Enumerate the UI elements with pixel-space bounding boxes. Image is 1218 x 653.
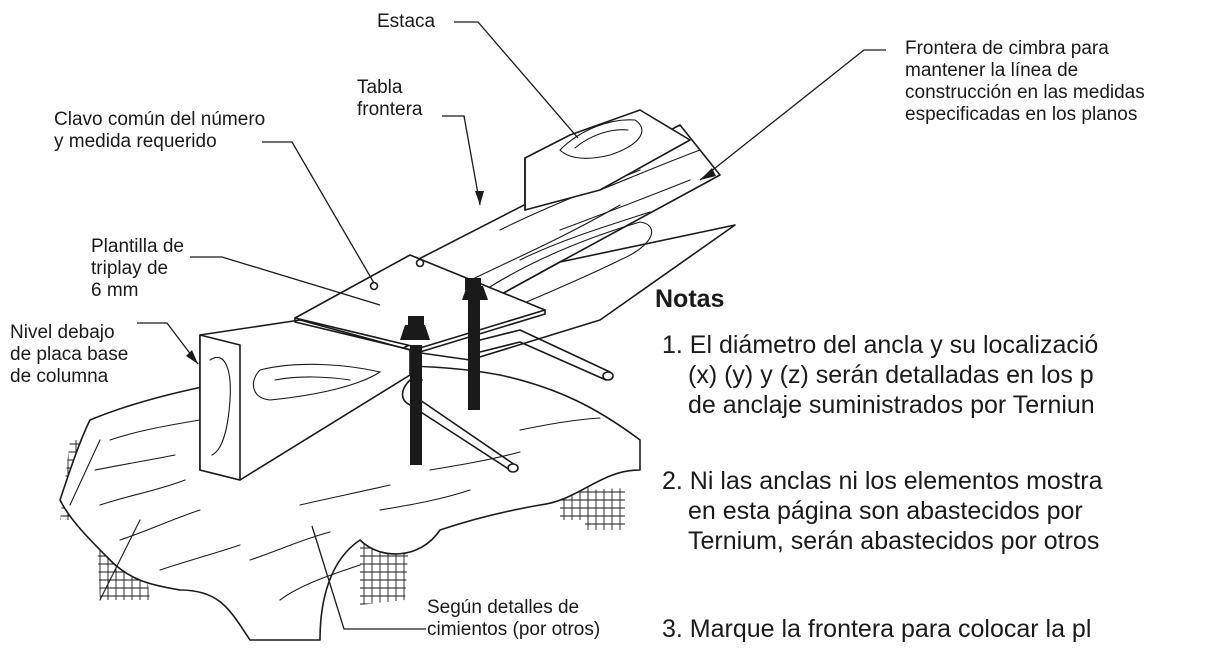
note-item-1: 1. El diámetro del ancla y su localizaci… — [662, 330, 1098, 420]
label-estaca: Estaca — [377, 11, 436, 32]
label-line: Tabla — [357, 77, 403, 98]
note-line: 3. Marque la frontera para colocar la pl — [662, 615, 1092, 643]
label-segun-detalles: Según detalles de cimientos (por otros) — [427, 597, 600, 641]
anchor-bolts — [400, 278, 614, 473]
label-line: de columna — [10, 366, 109, 387]
label-line: construcción en las medidas — [905, 82, 1145, 103]
label-line: Según detalles de — [427, 597, 580, 618]
label-line: de placa base — [10, 344, 129, 365]
label-line: Plantilla de — [91, 236, 184, 257]
leader-lines — [137, 21, 886, 630]
label-line: cimientos (por otros) — [427, 619, 601, 640]
note-line: Ternium, serán abastecidos por otros — [688, 527, 1100, 555]
label-nivel: Nivel debajo de placa base de columna — [10, 322, 128, 388]
label-plantilla: Plantilla de triplay de 6 mm — [91, 236, 184, 302]
note-line: (x) (y) y (z) serán detalladas en los p — [688, 361, 1094, 389]
note-line: 1. El diámetro del ancla y su localizaci… — [662, 331, 1099, 359]
label-line: mantener la línea de — [905, 60, 1079, 81]
label-line: Nivel debajo — [10, 322, 115, 343]
label-line: Clavo común del número — [54, 109, 266, 130]
label-line: frontera — [357, 99, 423, 120]
label-line: Frontera de cimbra para — [905, 38, 1109, 59]
note-line: de anclaje suministrados por Terniun — [688, 391, 1095, 419]
label-line: 6 mm — [91, 280, 139, 301]
note-item-3: 3. Marque la frontera para colocar la pl — [662, 614, 1091, 644]
stake — [524, 109, 691, 211]
label-tabla-frontera: Tabla frontera — [357, 77, 422, 121]
label-line: triplay de — [91, 258, 169, 279]
label-line: y medida requerido — [54, 131, 217, 152]
notes-title: Notas — [655, 285, 725, 313]
level-block — [199, 319, 411, 481]
label-line: especificadas en los planos — [905, 104, 1138, 125]
note-line: en esta página son abastecidos por — [688, 497, 1083, 525]
note-line: 2. Ni las anclas ni los elementos mostra — [662, 467, 1103, 495]
label-clavo-comun: Clavo común del número y medida requerid… — [54, 109, 265, 153]
note-item-2: 2. Ni las anclas ni los elementos mostra… — [662, 466, 1102, 556]
label-frontera-cimbra: Frontera de cimbra para mantener la líne… — [905, 38, 1145, 126]
